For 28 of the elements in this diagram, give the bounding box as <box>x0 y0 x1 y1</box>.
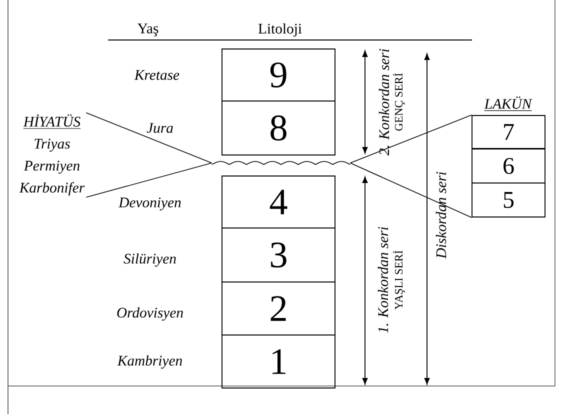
wedge-line <box>86 162 212 198</box>
series-label: 2. Konkordan seri <box>378 48 390 156</box>
age-label: Ordovisyen <box>117 307 183 321</box>
lacuna-heading: LAKÜN <box>484 96 532 111</box>
age-label: Kretase <box>134 70 180 80</box>
column-header: Yaş <box>138 24 158 36</box>
hiatus-label: HİYATÜS Triyas Permiyen Karbonifer <box>19 114 85 196</box>
stratum-box: 6 <box>472 148 546 184</box>
series-label: YAŞLI SERİ <box>393 250 405 310</box>
stratum-box: 7 <box>472 115 546 149</box>
unconformity-line <box>212 161 350 165</box>
stratum-box: 2 <box>222 282 336 336</box>
wedge-line <box>350 114 472 164</box>
age-label: Devoniyen <box>118 198 181 210</box>
age-label: Silüriyen <box>124 253 176 267</box>
stratum-box: 9 <box>222 48 336 102</box>
stratum-box: 4 <box>222 176 336 228</box>
stratum-box: 5 <box>472 182 546 218</box>
stratum-box: 1 <box>222 334 336 388</box>
series-label: GENÇ SERİ <box>393 73 405 131</box>
stratum-box: 8 <box>222 100 336 156</box>
wedge-line <box>350 162 472 218</box>
age-label: Kambriyen <box>117 355 182 369</box>
stratum-box: 3 <box>222 228 336 282</box>
series-label: 1. Konkordan seri <box>378 226 388 333</box>
series-label: Diskordan seri <box>436 172 446 259</box>
wedge-line <box>86 112 212 164</box>
age-label: Jura <box>146 123 173 133</box>
